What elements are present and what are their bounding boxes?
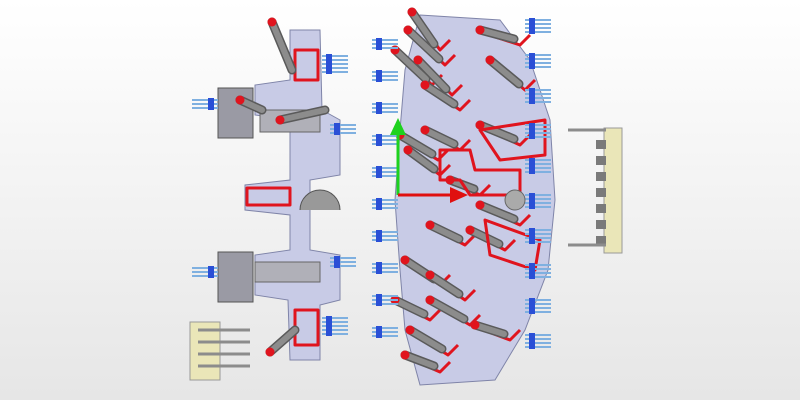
ejector-pin-highlight	[477, 27, 517, 42]
fitting-clamp	[529, 18, 535, 34]
pin-cap	[475, 120, 485, 130]
fitting-clamp	[529, 193, 535, 209]
ejector-pin-highlight	[467, 227, 502, 247]
fitting-clamp	[334, 256, 340, 268]
ejector-pin-highlight	[422, 127, 457, 147]
ejector-pin-highlight	[267, 327, 298, 355]
pin-cap	[403, 145, 413, 155]
ejector-pin-highlight	[477, 202, 517, 222]
ejector-pin-highlight	[415, 57, 449, 92]
slide-block	[217, 251, 254, 303]
pin-cap	[390, 45, 400, 55]
ejector-pin-highlight	[397, 132, 435, 157]
gate-insert	[299, 189, 341, 211]
fitting-clamp	[529, 228, 535, 244]
pin-cap	[420, 80, 430, 90]
ejector-pin-highlight	[392, 47, 429, 82]
pin-cap	[465, 225, 475, 235]
pin-cap	[420, 125, 430, 135]
fitting-clamp	[376, 70, 382, 82]
fitting-clamp	[376, 134, 382, 146]
ejector-pin-highlight	[427, 222, 462, 242]
pin-cap	[413, 55, 423, 65]
ejector-pin-highlight	[392, 297, 427, 317]
ejector-pin-highlight	[472, 322, 507, 337]
pin-cap	[425, 270, 435, 280]
center-assembly[interactable]	[372, 7, 556, 386]
connector-pin-socket	[596, 236, 606, 245]
pin-cap	[470, 320, 480, 330]
ejector-pin-highlight	[405, 147, 437, 172]
pin-cap	[265, 347, 275, 357]
fitting-clamp	[529, 333, 535, 349]
fitting-clamp	[208, 98, 214, 110]
pin-cap	[400, 350, 410, 360]
fitting-clamp	[376, 294, 382, 306]
ejector-pin-highlight	[477, 122, 517, 142]
pin-cap	[485, 55, 495, 65]
pin-cap	[267, 17, 277, 27]
fitting-clamp	[376, 166, 382, 178]
left-assembly[interactable]	[192, 17, 356, 361]
pin-cap	[275, 115, 285, 125]
fitting-clamp	[376, 326, 382, 338]
pin-cap	[405, 325, 415, 335]
ejector-pin-highlight	[427, 272, 462, 297]
connector-pin-socket	[596, 140, 606, 149]
axis-triad	[390, 118, 468, 203]
pin-cap	[475, 200, 485, 210]
bottom-left-connector[interactable]	[189, 321, 250, 381]
fitting-clamp	[326, 316, 332, 336]
ejector-pin-highlight	[409, 9, 437, 47]
cooling-channel	[478, 118, 547, 162]
ejector-pin-highlight	[405, 27, 442, 62]
fitting-clamp	[376, 262, 382, 274]
fitting-clamp	[376, 38, 382, 50]
ejector-pin-highlight	[402, 352, 437, 369]
cooling-channel	[245, 186, 292, 207]
connector-pin-socket	[596, 220, 606, 229]
y-axis-arrow-icon	[390, 118, 406, 135]
ejector-pin-highlight	[277, 107, 328, 123]
fitting-clamp	[208, 266, 214, 278]
fitting-clamp	[529, 158, 535, 174]
connector-pin-socket	[596, 188, 606, 197]
pin-cap	[235, 95, 245, 105]
ejector-pin-highlight	[422, 82, 457, 107]
pin-cap	[400, 255, 410, 265]
pin-cap	[425, 220, 435, 230]
connector-body	[603, 127, 623, 254]
fitting-clamp	[529, 123, 535, 139]
gate-insert	[504, 189, 526, 211]
fitting-clamp	[376, 230, 382, 242]
fitting-clamp	[529, 53, 535, 69]
pin-cap	[403, 25, 413, 35]
fitting-clamp	[334, 123, 340, 135]
pin-cap	[475, 25, 485, 35]
ejector-pin-highlight	[407, 327, 445, 352]
ejector-pin-highlight	[487, 57, 522, 87]
connector-body	[189, 321, 221, 381]
ejector-pin-highlight	[427, 297, 467, 322]
lifter	[254, 261, 321, 283]
fitting-clamp	[376, 102, 382, 114]
pin-cap	[425, 295, 435, 305]
slide-block	[217, 87, 254, 139]
fitting-clamp	[529, 263, 535, 279]
pin-cap	[407, 7, 417, 17]
connector-pin-socket	[596, 172, 606, 181]
x-axis-arrow-icon	[450, 187, 468, 203]
fitting-clamp	[376, 198, 382, 210]
fitting-clamp	[529, 298, 535, 314]
fitting-clamp	[529, 88, 535, 104]
connector-pin-socket	[596, 156, 606, 165]
fitting-clamp	[326, 54, 332, 74]
right-connector[interactable]	[568, 127, 623, 254]
ejector-pin-highlight	[269, 19, 295, 73]
connector-pin-socket	[596, 204, 606, 213]
